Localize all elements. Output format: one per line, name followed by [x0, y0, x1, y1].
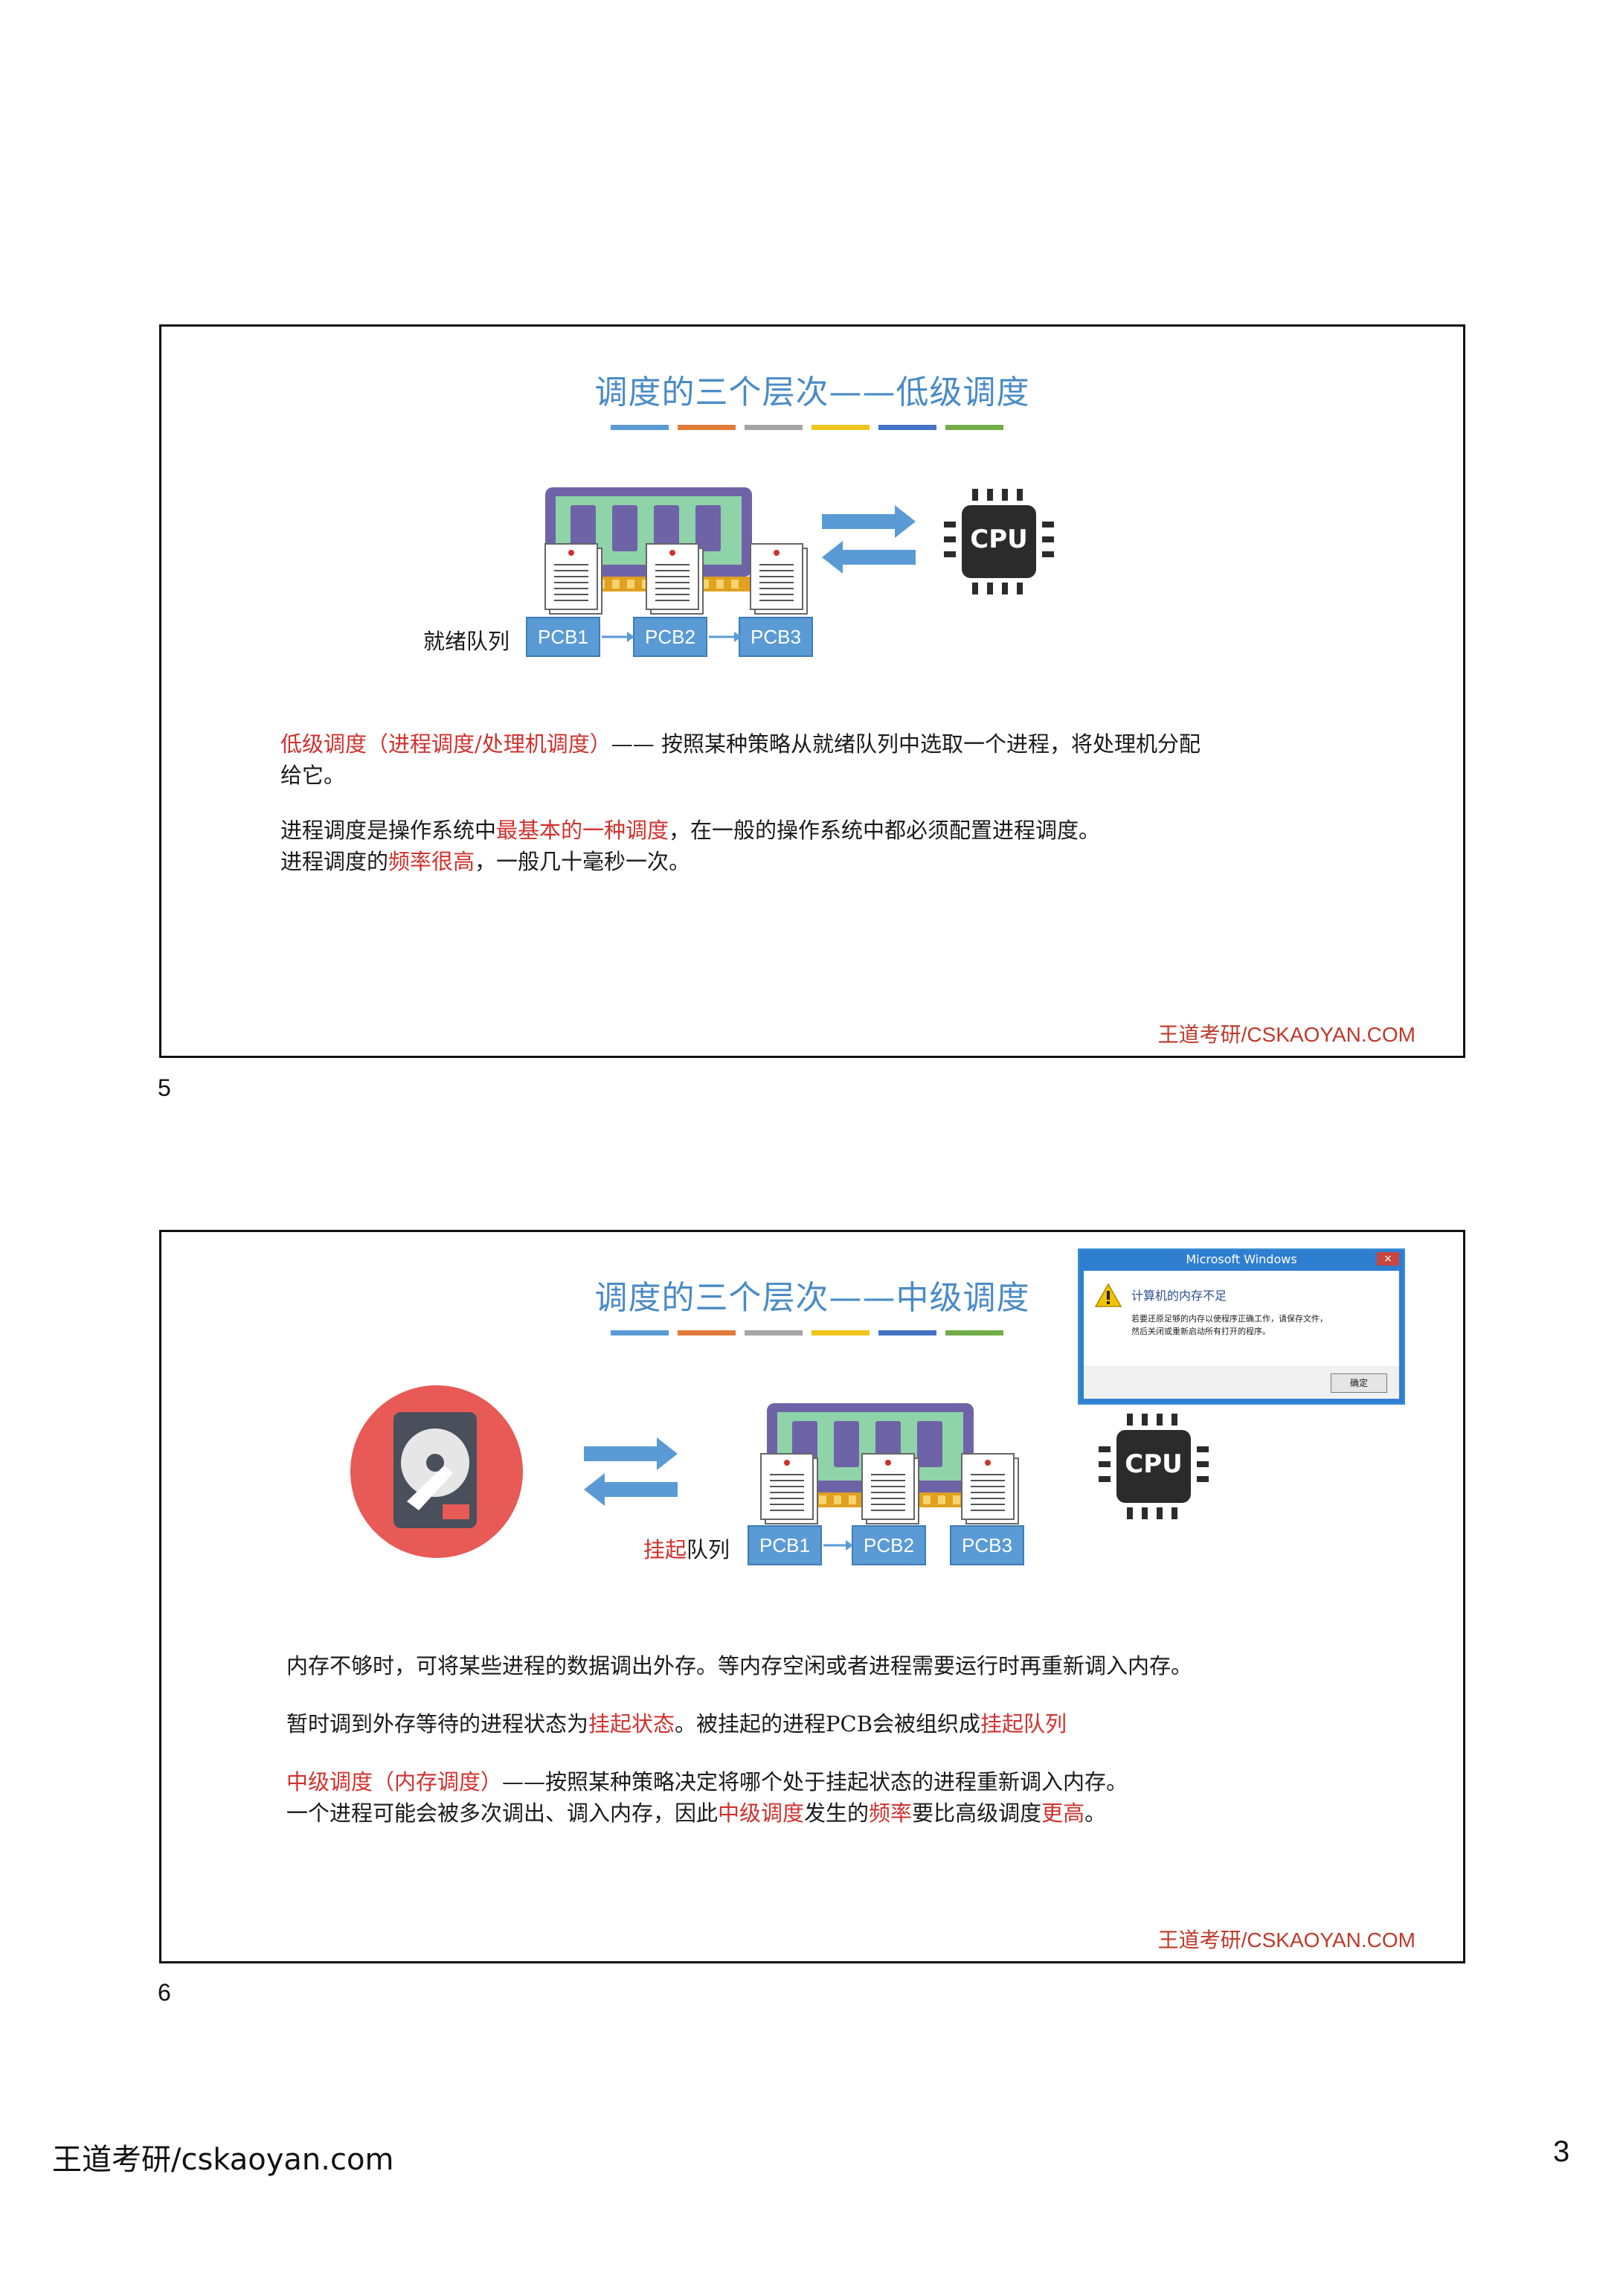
swap-out-paragraph: 内存不够时，可将某些进程的数据调出外存。等内存空闲或者进程需要运行时再重新调入内… [286, 1653, 1193, 1678]
slide-title: 调度的三个层次——低级调度 [594, 373, 1030, 411]
slide-low-level-scheduling: 调度的三个层次——低级调度 就绪队列 PCB1 PCB2 PCB3 [159, 324, 1465, 1058]
dialog-message: 若要还原足够的内存以使程序正确工作，请保存文件，然后关闭或重新启动所有打开的程序… [1131, 1314, 1328, 1336]
low-memory-dialog: Microsoft Windows × 计算机的内存不足 若要还原足够的内存以使… [1078, 1248, 1405, 1405]
pcb-document-icon [760, 1453, 818, 1524]
pcb-document-icon [750, 543, 808, 615]
slide-title: 调度的三个层次——中级调度 [594, 1279, 1030, 1317]
page-number: 3 [1553, 2135, 1570, 2168]
slide-number: 5 [158, 1074, 171, 1101]
slide-number: 6 [158, 1979, 171, 2006]
arrow-right-icon [823, 1540, 853, 1551]
suspend-queue-label: 挂起队列 [643, 1537, 730, 1562]
dialog-body: 计算机的内存不足 若要还原足够的内存以使程序正确工作，请保存文件，然后关闭或重新… [1084, 1271, 1399, 1399]
brand-footer: 王道考研/CSKAOYAN.COM [1157, 1023, 1415, 1046]
dialog-footer: 确定 [1084, 1366, 1399, 1399]
suspend-state-paragraph: 暂时调到外存等待的进程状态为挂起状态。被挂起的进程PCB会被组织成挂起队列 [286, 1711, 1067, 1737]
pcb-box: PCB3 [739, 617, 813, 657]
arrow-right-icon [709, 632, 742, 642]
pcb-document-icon [861, 1453, 919, 1524]
exchange-arrows-icon [584, 1437, 678, 1506]
slide-mid-level-scheduling: 调度的三个层次——中级调度 Microsoft Windows × 计算机的内存… [159, 1230, 1465, 1963]
exchange-arrows-icon [822, 505, 916, 574]
pcb-box: PCB1 [748, 1525, 822, 1565]
ready-queue-label: 就绪队列 [423, 629, 510, 654]
cpu-chip-icon [1099, 1414, 1209, 1519]
brand-footer: 王道考研/CSKAOYAN.COM [1157, 1928, 1415, 1952]
pcb-box: PCB2 [852, 1525, 926, 1565]
pcb-box: PCB2 [633, 617, 707, 657]
pcb-box: PCB3 [950, 1525, 1024, 1565]
cpu-chip-icon [944, 489, 1054, 594]
warning-icon [1094, 1283, 1122, 1307]
definition-paragraph: 低级调度（进程调度/处理机调度）—— 按照某种策略从就绪队列中选取一个进程，将处… [280, 731, 1201, 788]
close-icon[interactable]: × [1377, 1252, 1399, 1266]
dialog-title: Microsoft Windows × [1079, 1250, 1404, 1269]
page-footer-brand: 王道考研/cskaoyan.com [52, 2143, 394, 2177]
dialog-heading: 计算机的内存不足 [1131, 1289, 1227, 1303]
mid-level-definition-paragraph: 中级调度（内存调度）——按照某种策略决定将哪个处于挂起状态的进程重新调入内存。一… [286, 1769, 1128, 1826]
title-color-bar [611, 425, 1003, 430]
cpu-label: CPU [970, 525, 1028, 554]
pcb-document-icon [544, 543, 602, 615]
ok-button[interactable]: 确定 [1331, 1373, 1387, 1393]
arrow-right-icon [602, 632, 634, 642]
hard-disk-icon [350, 1385, 523, 1558]
pcb-document-icon [961, 1453, 1019, 1524]
title-color-bar [611, 1330, 1003, 1335]
pcb-box: PCB1 [526, 617, 600, 657]
pcb-document-icon [646, 543, 704, 615]
cpu-label: CPU [1125, 1449, 1183, 1479]
basic-scheduling-paragraph: 进程调度是操作系统中最基本的一种调度，在一般的操作系统中都必须配置进程调度。进程… [280, 818, 1101, 874]
